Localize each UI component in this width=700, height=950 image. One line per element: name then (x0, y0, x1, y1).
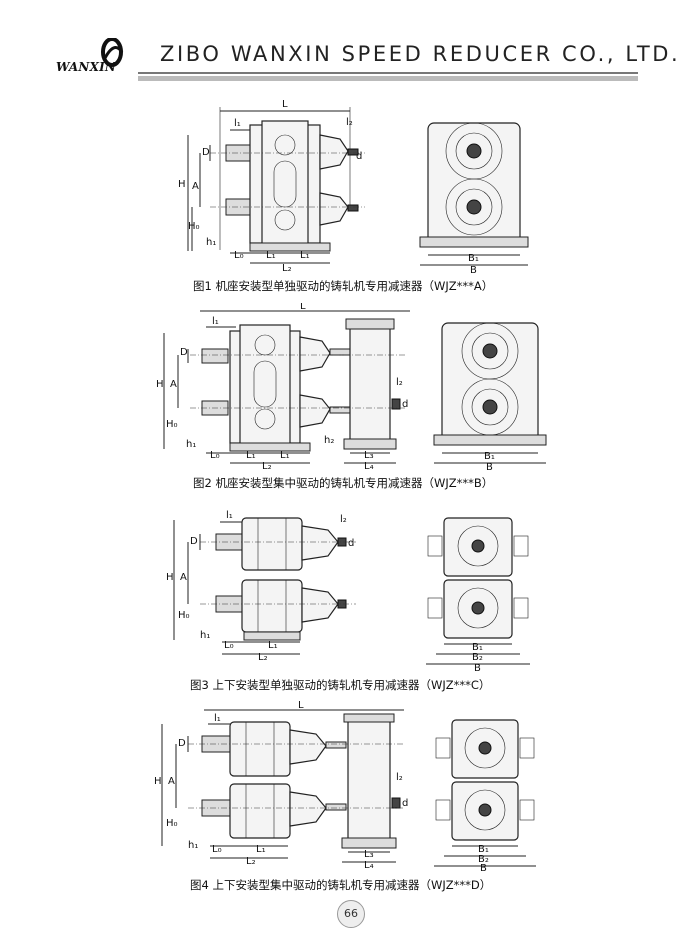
fig3-dim-D: D (190, 536, 198, 547)
fig4-dim-B2: B₂ (478, 854, 489, 865)
fig3-dim-L0: L₀ (224, 640, 234, 651)
fig3-dim-B1: B₁ (472, 642, 483, 653)
fig3-dim-d: d (348, 538, 354, 549)
logo-text: WANXIN (56, 60, 117, 74)
page-header: WANXIN ZIBO WANXIN SPEED REDUCER CO., LT… (0, 0, 700, 90)
fig4-dim-l1: l₁ (214, 713, 221, 724)
fig2-dim-l1: l₁ (212, 316, 219, 327)
fig4-dim-B: B (480, 863, 487, 872)
fig1-dim-L0: L₀ (234, 250, 244, 261)
fig3-dim-h1: h₁ (200, 630, 210, 641)
fig3-dim-H: H (166, 572, 174, 583)
header-rule (138, 72, 638, 74)
fig1-dim-d: d (356, 151, 362, 162)
fig1-dim-D: D (202, 147, 210, 158)
figure-1-drawing: L l₁ l₂ H A D d H₀ h₁ L₀ L₁ L₁ L₂ B₁ B (178, 99, 529, 275)
fig2-dim-B: B (486, 462, 493, 473)
fig4-dim-H0: H₀ (166, 818, 178, 829)
fig4-dim-L3: L₃ (364, 849, 374, 860)
fig2-dim-D: D (180, 347, 188, 358)
figure-2-caption: 图2 机座安装型集中驱动的铸轧机专用减速器（WJZ***B） (193, 476, 494, 490)
fig4-dim-A: A (168, 776, 175, 787)
fig4-dim-B1: B₁ (478, 844, 489, 855)
fig2-dim-H0: H₀ (166, 419, 178, 430)
fig2-dim-l2: l₂ (396, 377, 403, 388)
fig1-dim-B: B (470, 265, 477, 275)
fig1-dim-L1-right: L₁ (300, 250, 310, 261)
logo-swirl-icon (101, 37, 124, 67)
figure-4-drawing: L l₁ H A D H₀ h₁ l₂ d L₀ L₁ L₂ L₃ L₄ B₁ … (154, 700, 536, 872)
fig1-dim-h1: h₁ (206, 237, 216, 248)
fig3-dim-l2: l₂ (340, 514, 347, 525)
fig4-dim-L: L (298, 700, 304, 711)
figure-1-caption: 图1 机座安装型单独驱动的铸轧机专用减速器（WJZ***A） (193, 279, 494, 293)
fig2-dim-L4: L₄ (364, 461, 374, 472)
fig1-dim-L1-left: L₁ (266, 250, 276, 261)
fig2-dim-A: A (170, 379, 177, 390)
fig3-dim-B2: B₂ (472, 652, 483, 663)
fig2-dim-L1-left: L₁ (246, 450, 256, 461)
fig4-dim-d: d (402, 798, 408, 809)
fig2-dim-B1: B₁ (484, 451, 495, 462)
fig1-dim-A: A (192, 181, 199, 192)
fig2-dim-L1-right: L₁ (280, 450, 290, 461)
figure-2-drawing: L l₁ H A D H₀ h₁ h₂ l₂ d L₀ L₁ L₁ L₂ L₃ … (156, 303, 547, 473)
figure-3-caption: 图3 上下安装型单独驱动的铸轧机专用减速器（WJZ***C） (190, 678, 491, 692)
company-logo: WANXIN (56, 37, 126, 78)
fig3-dim-L1: L₁ (268, 640, 278, 651)
fig1-dim-H0: H₀ (188, 221, 200, 232)
fig4-dim-l2: l₂ (396, 772, 403, 783)
fig1-dim-L: L (282, 99, 288, 110)
fig4-dim-L1: L₁ (256, 844, 266, 855)
fig2-dim-L: L (300, 303, 306, 312)
fig4-dim-D: D (178, 738, 186, 749)
fig3-dim-B: B (474, 663, 481, 672)
fig3-dim-H0: H₀ (178, 610, 190, 621)
fig3-dim-A: A (180, 572, 187, 583)
fig1-dim-l1: l₁ (234, 118, 241, 129)
figure-4-caption: 图4 上下安装型集中驱动的铸轧机专用减速器（WJZ***D） (190, 878, 492, 892)
fig3-dim-L2: L₂ (258, 652, 268, 663)
fig2-dim-d: d (402, 399, 408, 410)
fig1-dim-H: H (178, 179, 186, 190)
header-rule-shadow (138, 76, 638, 81)
fig2-dim-H: H (156, 379, 164, 390)
fig1-dim-l2: l₂ (346, 117, 353, 128)
fig2-dim-L2: L₂ (262, 461, 272, 472)
page-number: 66 (337, 900, 365, 928)
fig2-dim-h2: h₂ (324, 435, 334, 446)
fig1-dim-B1: B₁ (468, 253, 479, 264)
fig4-dim-L4: L₄ (364, 860, 374, 871)
fig2-dim-L0: L₀ (210, 450, 220, 461)
fig2-dim-L3: L₃ (364, 450, 374, 461)
fig4-dim-H: H (154, 776, 162, 787)
fig4-dim-h1: h₁ (188, 840, 198, 851)
figure-3-drawing: l₁ l₂ H A D d H₀ h₁ L₀ L₁ L₂ B₁ B₂ B (166, 510, 530, 672)
fig4-dim-L2: L₂ (246, 856, 256, 867)
fig1-dim-L2: L₂ (282, 263, 292, 274)
fig4-dim-L0: L₀ (212, 844, 222, 855)
fig3-dim-l1: l₁ (226, 510, 233, 521)
fig2-dim-h1: h₁ (186, 439, 196, 450)
company-name: ZIBO WANXIN SPEED REDUCER CO., LTD. (160, 42, 681, 66)
